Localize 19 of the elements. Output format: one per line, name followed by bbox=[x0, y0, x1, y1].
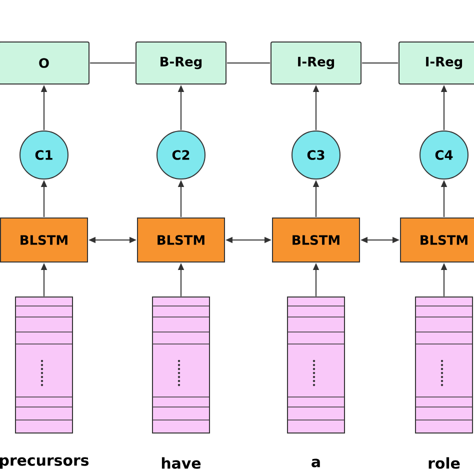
connector-line bbox=[362, 62, 398, 64]
tag-box: O bbox=[0, 42, 90, 84]
word-vector-drawing bbox=[415, 296, 473, 434]
word-label: a bbox=[312, 458, 320, 468]
word-label: precursors bbox=[0, 457, 89, 469]
blstm-box: BLSTM bbox=[0, 218, 88, 262]
word-vector-drawing bbox=[15, 296, 73, 434]
tag-box: I-Reg bbox=[270, 42, 362, 84]
connector-line bbox=[226, 62, 270, 64]
blstm-box: BLSTM bbox=[272, 218, 360, 262]
word-vector-drawing bbox=[287, 296, 345, 434]
word-label: have bbox=[162, 457, 201, 469]
word-vector-drawing bbox=[152, 296, 210, 434]
word-label: role bbox=[428, 457, 460, 469]
blstm-box: BLSTM bbox=[400, 218, 474, 262]
tag-box: B-Reg bbox=[136, 42, 226, 84]
tag-box: I-Reg bbox=[398, 42, 474, 84]
connector-line bbox=[90, 62, 136, 64]
blstm-box: BLSTM bbox=[137, 218, 225, 262]
